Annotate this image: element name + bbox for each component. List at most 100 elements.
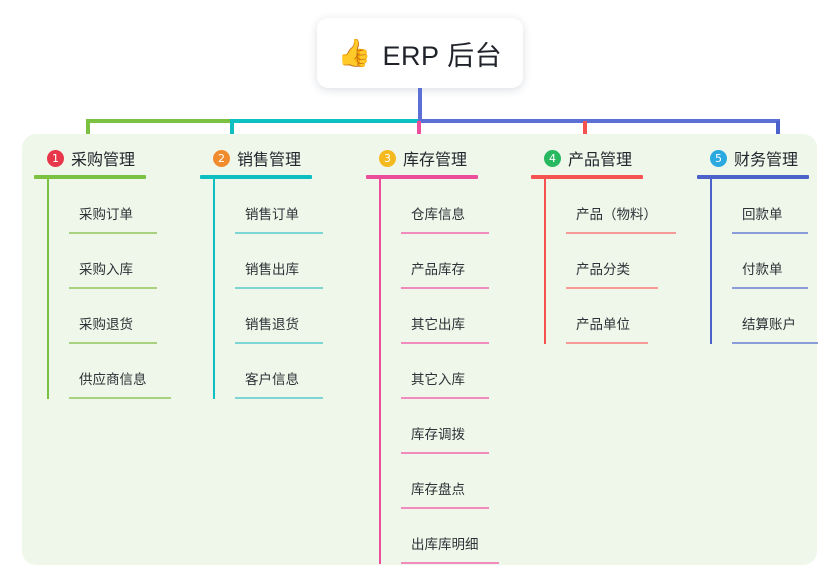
branch-leaf-list: 采购订单采购入库采购退货供应商信息 xyxy=(47,179,171,399)
leaf-rule xyxy=(732,232,808,234)
branch-index-badge: 1 xyxy=(47,149,64,167)
leaf-label: 库存调拨 xyxy=(411,427,465,442)
leaf-item[interactable]: 采购订单 xyxy=(69,179,157,234)
branch-spine xyxy=(47,179,49,399)
leaf-item[interactable]: 结算账户 xyxy=(732,289,818,344)
leaf-item[interactable]: 出库库明细 xyxy=(401,509,499,564)
branch-header-1[interactable]: 1 采购管理 xyxy=(34,146,146,170)
connector-drop-1 xyxy=(86,121,90,144)
connector-drop-4 xyxy=(583,121,587,144)
leaf-label: 销售出库 xyxy=(245,262,299,277)
leaf-item[interactable]: 销售订单 xyxy=(235,179,323,234)
leaf-rule xyxy=(732,287,808,289)
leaf-rule xyxy=(235,232,323,234)
leaf-label: 销售订单 xyxy=(245,207,299,222)
leaf-item[interactable]: 回款单 xyxy=(732,179,809,234)
branch-header-5[interactable]: 5 财务管理 xyxy=(697,146,809,170)
branch-leaf-list: 销售订单销售出库销售退货客户信息 xyxy=(213,179,323,399)
leaf-label: 采购退货 xyxy=(79,317,133,332)
leaf-label: 供应商信息 xyxy=(79,372,147,387)
connector-drop-3 xyxy=(417,121,421,144)
leaf-rule xyxy=(566,287,658,289)
leaf-rule xyxy=(235,397,323,399)
leaf-label: 库存盘点 xyxy=(411,482,465,497)
leaf-item[interactable]: 采购退货 xyxy=(69,289,157,344)
leaf-rule xyxy=(401,562,499,564)
branch-column-2: 2 销售管理销售订单销售出库销售退货客户信息 xyxy=(200,146,323,399)
leaf-rule xyxy=(235,287,323,289)
branch-header-4[interactable]: 4 产品管理 xyxy=(531,146,643,170)
branch-spine xyxy=(379,179,381,564)
leaf-item[interactable]: 库存盘点 xyxy=(401,454,489,509)
leaf-item[interactable]: 销售退货 xyxy=(235,289,323,344)
branch-index-badge: 2 xyxy=(213,149,230,167)
branch-header-2[interactable]: 2 销售管理 xyxy=(200,146,312,170)
leaf-rule xyxy=(566,232,676,234)
branches-panel xyxy=(22,134,817,565)
leaf-item[interactable]: 产品（物料） xyxy=(566,179,676,234)
leaf-label: 其它出库 xyxy=(411,317,465,332)
root-title: ERP 后台 xyxy=(382,40,503,71)
leaf-rule xyxy=(401,342,489,344)
branch-header-rule xyxy=(34,175,146,179)
leaf-item[interactable]: 客户信息 xyxy=(235,344,323,399)
branch-leaf-list: 产品（物料） 产品分类产品单位 xyxy=(544,179,676,344)
branch-spine xyxy=(213,179,215,399)
leaf-item[interactable]: 付款单 xyxy=(732,234,809,289)
branch-header-rule xyxy=(531,175,643,179)
branch-leaf-list: 回款单付款单结算账户 xyxy=(710,179,818,344)
leaf-rule xyxy=(401,452,489,454)
leaf-rule xyxy=(401,397,489,399)
leaf-item[interactable]: 其它入库 xyxy=(401,344,489,399)
leaf-rule xyxy=(69,287,157,289)
leaf-item[interactable]: 库存调拨 xyxy=(401,399,489,454)
leaf-rule xyxy=(401,287,489,289)
branch-leaf-list: 仓库信息产品库存其它出库其它入库库存调拨库存盘点出库库明细 xyxy=(379,179,499,564)
leaf-label: 采购订单 xyxy=(79,207,133,222)
branch-index-badge: 3 xyxy=(379,149,396,167)
leaf-item[interactable]: 采购入库 xyxy=(69,234,157,289)
leaf-item[interactable]: 其它出库 xyxy=(401,289,489,344)
branch-column-1: 1 采购管理采购订单采购入库采购退货供应商信息 xyxy=(34,146,171,399)
leaf-label: 回款单 xyxy=(742,207,783,222)
branch-spine xyxy=(710,179,712,344)
thumbs-up-icon: 👍 xyxy=(337,37,372,68)
branch-title: 财务管理 xyxy=(734,152,799,169)
leaf-label: 产品单位 xyxy=(576,317,630,332)
leaf-label: 销售退货 xyxy=(245,317,299,332)
leaf-item[interactable]: 供应商信息 xyxy=(69,344,171,399)
leaf-rule xyxy=(732,342,818,344)
branch-title: 销售管理 xyxy=(237,152,302,169)
leaf-rule xyxy=(69,232,157,234)
leaf-rule xyxy=(69,342,157,344)
branch-column-4: 4 产品管理产品（物料） 产品分类产品单位 xyxy=(531,146,676,344)
leaf-rule xyxy=(401,232,489,234)
branch-column-5: 5 财务管理回款单付款单结算账户 xyxy=(697,146,818,344)
leaf-item[interactable]: 仓库信息 xyxy=(401,179,489,234)
leaf-item[interactable]: 产品单位 xyxy=(566,289,648,344)
leaf-label: 仓库信息 xyxy=(411,207,465,222)
branch-title: 产品管理 xyxy=(568,152,633,169)
leaf-label: 产品（物料） xyxy=(576,207,657,222)
branch-index-badge: 4 xyxy=(544,149,561,167)
branch-spine xyxy=(544,179,546,344)
branch-header-rule xyxy=(366,175,478,179)
connector-drop-5 xyxy=(776,121,780,144)
leaf-label: 采购入库 xyxy=(79,262,133,277)
branch-index-badge: 5 xyxy=(710,149,727,167)
branch-title: 采购管理 xyxy=(71,152,136,169)
branch-header-rule xyxy=(697,175,809,179)
connector-drop-2 xyxy=(230,121,234,144)
root-node[interactable]: 👍 ERP 后台 xyxy=(317,18,523,88)
connector-horizontal-2 xyxy=(230,119,420,123)
leaf-label: 产品库存 xyxy=(411,262,465,277)
leaf-item[interactable]: 产品分类 xyxy=(566,234,658,289)
leaf-item[interactable]: 产品库存 xyxy=(401,234,489,289)
leaf-label: 付款单 xyxy=(742,262,783,277)
leaf-item[interactable]: 销售出库 xyxy=(235,234,323,289)
connector-horizontal-3 xyxy=(418,119,780,123)
leaf-rule xyxy=(235,342,323,344)
